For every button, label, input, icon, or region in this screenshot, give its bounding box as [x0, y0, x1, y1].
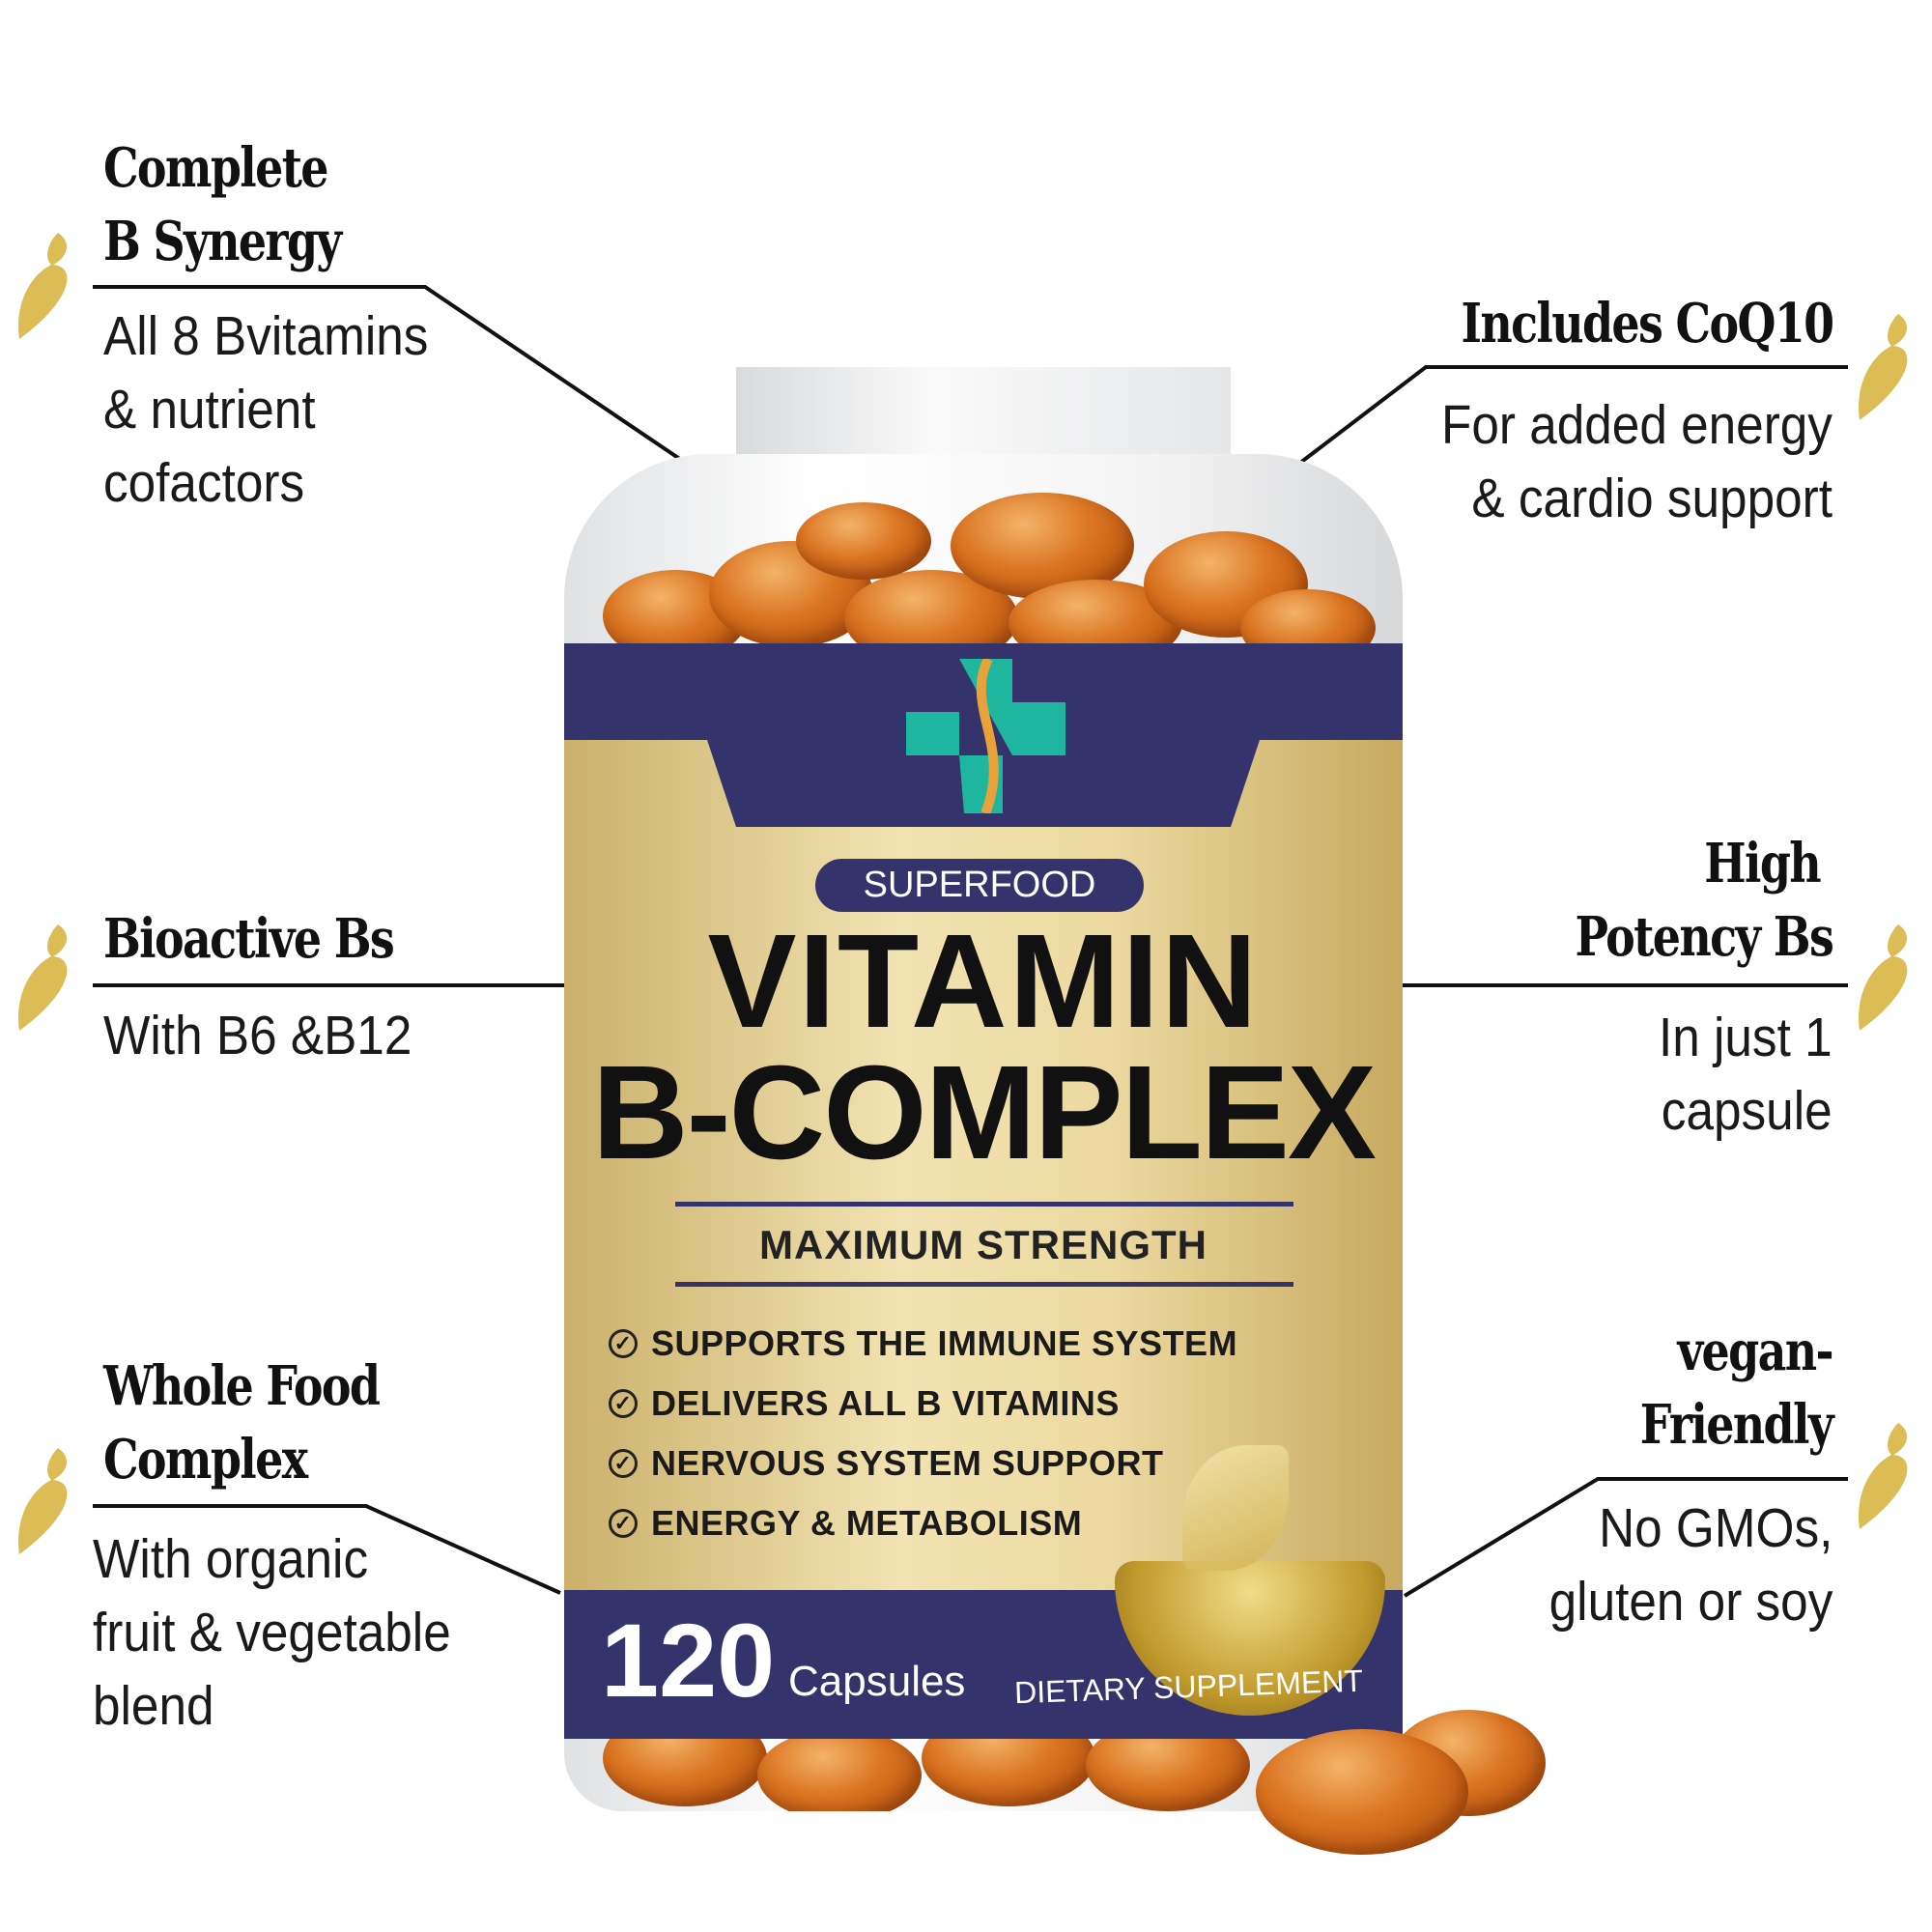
body-line: fruit & vegetable — [93, 1602, 451, 1663]
callout-body: With organic fruit & vegetable blend — [93, 1522, 451, 1743]
callout-body: All 8 Bvitamins & nutrient cofactors — [103, 299, 428, 520]
callout-title: vegan- Friendly — [1639, 1315, 1834, 1462]
line-wholefood — [93, 1504, 561, 1595]
callout-title: High Potency Bs — [1575, 827, 1833, 974]
callout-body: For added energy & cardio support — [1441, 388, 1833, 535]
label-top-band — [564, 643, 1403, 827]
body-line: & nutrient — [103, 379, 316, 440]
check-circle-icon: ✓ — [609, 1509, 638, 1538]
title-line: Friendly — [1639, 1393, 1834, 1457]
capsule — [796, 502, 931, 580]
leaf-icon — [18, 1448, 68, 1554]
title-line: High — [1704, 832, 1821, 895]
superfood-badge: SUPERFOOD — [815, 859, 1144, 912]
title-line: Bioactive Bs — [103, 907, 395, 971]
callout-title: Whole Food Complex — [103, 1350, 381, 1496]
benefit-item: ✓ DELIVERS ALL B VITAMINS — [609, 1383, 1120, 1424]
callout-title: Complete B Synergy — [103, 131, 342, 278]
body-line: & cardio support — [1471, 468, 1833, 529]
bottle: SUPERFOOD VITAMIN B-COMPLEX MAXIMUM STRE… — [564, 367, 1403, 1811]
divider — [675, 1282, 1293, 1287]
callout-title: Includes CoQ10 — [1461, 287, 1834, 360]
divider — [675, 1202, 1293, 1207]
leaf-icon — [18, 233, 68, 339]
callout-body: No GMOs, gluten or soy — [1548, 1492, 1833, 1638]
body-line: For added energy — [1441, 394, 1833, 456]
benefit-text: DELIVERS ALL B VITAMINS — [651, 1383, 1120, 1423]
title-line: Includes CoQ10 — [1461, 292, 1834, 355]
body-line: With organic — [93, 1528, 369, 1590]
callout-body: In just 1 capsule — [1659, 1001, 1833, 1148]
line-vegan — [1403, 1477, 1848, 1598]
benefit-text: NERVOUS SYSTEM SUPPORT — [651, 1443, 1164, 1483]
capsule-unit: Capsules — [788, 1658, 966, 1705]
body-line: No GMOs, — [1598, 1497, 1833, 1559]
body-line: In just 1 — [1659, 1007, 1833, 1068]
line-complete — [93, 285, 692, 468]
label: SUPERFOOD VITAMIN B-COMPLEX MAXIMUM STRE… — [564, 643, 1403, 1739]
body-line: All 8 Bvitamins — [103, 305, 429, 367]
title-line: B Synergy — [103, 210, 342, 273]
benefit-item: ✓ NERVOUS SYSTEM SUPPORT — [609, 1443, 1163, 1484]
callout-body: With B6 &B12 — [103, 999, 412, 1072]
product-title-line2: B-COMPLEX — [592, 1038, 1377, 1187]
title-line: Complete — [103, 136, 328, 200]
title-line: Complex — [103, 1428, 308, 1492]
title-line: Potency Bs — [1575, 905, 1833, 969]
benefit-item: ✓ SUPPORTS THE IMMUNE SYSTEM — [609, 1323, 1237, 1364]
leaf-icon — [1859, 924, 1908, 1031]
benefit-item: ✓ ENERGY & METABOLISM — [609, 1503, 1082, 1544]
body-line: capsule — [1662, 1080, 1833, 1142]
medical-cross-logo — [906, 659, 1065, 813]
title-line: Whole Food — [103, 1354, 381, 1418]
body-line: blend — [93, 1675, 214, 1737]
benefit-text: SUPPORTS THE IMMUNE SYSTEM — [651, 1323, 1238, 1363]
check-circle-icon: ✓ — [609, 1329, 638, 1358]
leaf-icon — [1859, 1423, 1908, 1529]
callout-title: Bioactive Bs — [103, 902, 395, 976]
check-circle-icon: ✓ — [609, 1389, 638, 1418]
benefit-text: ENERGY & METABOLISM — [651, 1503, 1083, 1543]
bottle-body: SUPERFOOD VITAMIN B-COMPLEX MAXIMUM STRE… — [564, 454, 1403, 1811]
line-coq10 — [1286, 365, 1848, 474]
body-line: cofactors — [103, 452, 305, 514]
capsule-count: 120 — [601, 1602, 776, 1719]
loose-capsule — [1256, 1729, 1468, 1855]
body-line: With B6 &B12 — [103, 1005, 412, 1066]
product-title-line1: VITAMIN — [707, 907, 1260, 1056]
leaf-icon — [1859, 314, 1908, 420]
capsule — [757, 1729, 922, 1811]
strength-text: MAXIMUM STRENGTH — [759, 1222, 1208, 1267]
leaf-icon — [18, 924, 68, 1031]
check-circle-icon: ✓ — [609, 1449, 638, 1478]
title-line: vegan- — [1677, 1320, 1834, 1383]
body-line: gluten or soy — [1548, 1571, 1833, 1633]
